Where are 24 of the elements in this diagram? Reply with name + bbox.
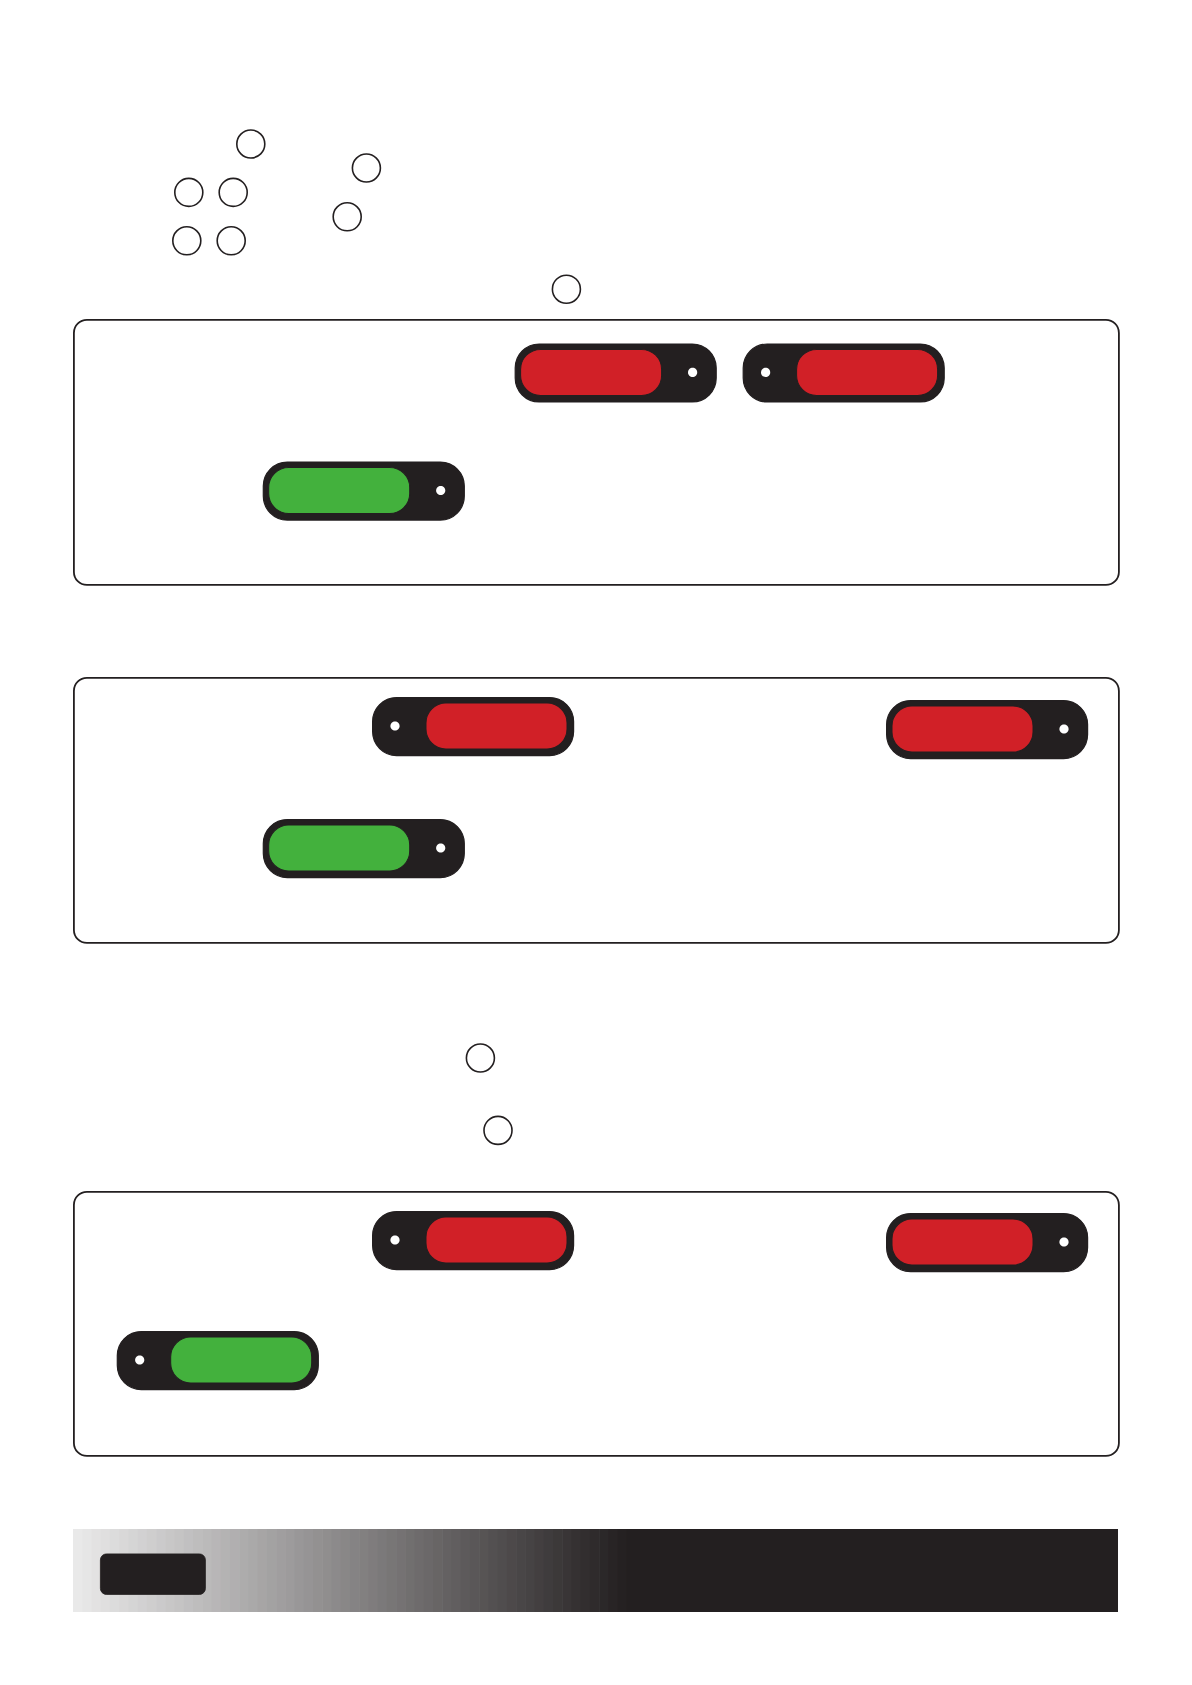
callout-circle xyxy=(332,202,362,232)
callout-circle xyxy=(351,153,382,183)
callout-circle xyxy=(218,177,248,208)
toggle-switch xyxy=(742,343,945,403)
panel xyxy=(73,1191,1120,1457)
panel xyxy=(73,677,1120,944)
toggle-switch xyxy=(514,343,717,403)
tab xyxy=(100,1553,206,1595)
toggle-switch xyxy=(372,1211,575,1271)
toggle-switch xyxy=(886,1213,1089,1273)
toggle-switch xyxy=(116,1331,319,1391)
callout-circle xyxy=(551,274,582,304)
panel xyxy=(73,319,1120,586)
callout-circle xyxy=(236,129,266,159)
toggle-switch xyxy=(372,697,575,757)
callout-circle xyxy=(483,1115,513,1146)
toggle-switch xyxy=(886,700,1089,760)
callout-circle xyxy=(216,226,246,256)
toggle-switch xyxy=(262,461,465,521)
callout-circle xyxy=(174,177,204,208)
footer-band xyxy=(73,1529,1118,1612)
callout-circle xyxy=(172,226,202,256)
callout-circle xyxy=(465,1043,496,1073)
toggle-switch xyxy=(262,819,465,879)
